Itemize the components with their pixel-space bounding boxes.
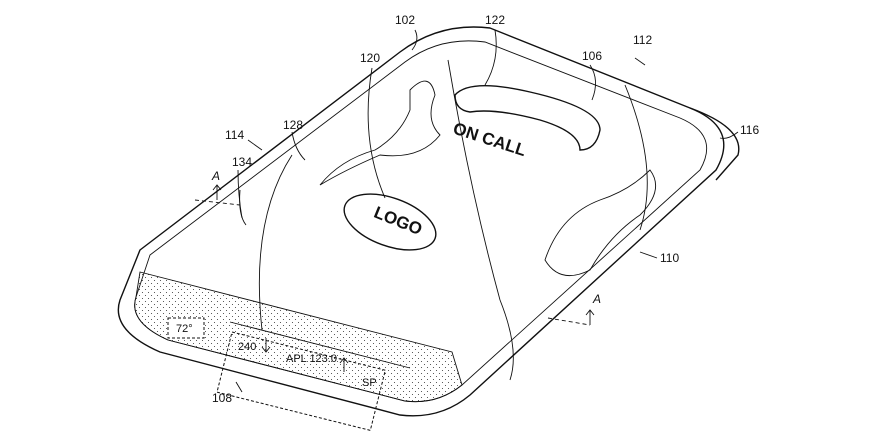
label-116: 116 (740, 123, 759, 137)
side-edge (689, 107, 740, 181)
leader-106 (589, 64, 596, 101)
leader-128 (291, 131, 306, 161)
ticker-text: APL 123.0 (286, 353, 337, 365)
label-a-upper: A (211, 169, 220, 183)
section-line-upper (194, 199, 241, 206)
label-120: 120 (360, 51, 380, 65)
label-108: 108 (212, 391, 232, 405)
label-110: 110 (660, 251, 679, 265)
map-sketch-upper (319, 80, 441, 186)
phone-handset-icon (454, 85, 601, 151)
label-114: 114 (225, 128, 244, 142)
leader-116 (719, 131, 739, 139)
leader-120 (367, 67, 386, 199)
section-line-lower (547, 317, 591, 326)
leader-114 (247, 139, 263, 151)
glass-curve-left (258, 154, 293, 331)
down-arrow-icon (261, 338, 271, 353)
bottom-divider (229, 321, 411, 369)
glass-curve-center (447, 59, 514, 381)
label-a-lower: A (592, 292, 601, 306)
leader-102 (411, 29, 418, 51)
label-112: 112 (633, 33, 652, 47)
section-arrow-upper (212, 184, 222, 200)
heading-value: 240 (238, 341, 256, 353)
index-text: SP (362, 377, 377, 389)
section-arrow-lower (585, 309, 595, 325)
on-call-text: ON CALL (451, 119, 529, 160)
label-106: 106 (582, 49, 602, 63)
logo-badge (343, 193, 437, 251)
label-134: 134 (232, 155, 252, 169)
map-sketch-lower (544, 169, 657, 277)
leader-112 (634, 57, 646, 66)
leader-122 (484, 29, 497, 86)
temperature-text: 72° (176, 323, 193, 335)
up-arrow-icon (339, 357, 349, 372)
device-outline (117, 26, 725, 417)
label-128: 128 (283, 118, 303, 132)
glass-curve-right (624, 84, 648, 231)
leader-108 (235, 381, 243, 393)
leader-110 (639, 251, 658, 259)
temperature-box (167, 317, 205, 339)
leader-134 (237, 169, 243, 219)
label-122: 122 (485, 13, 505, 27)
label-102: 102 (395, 13, 415, 27)
